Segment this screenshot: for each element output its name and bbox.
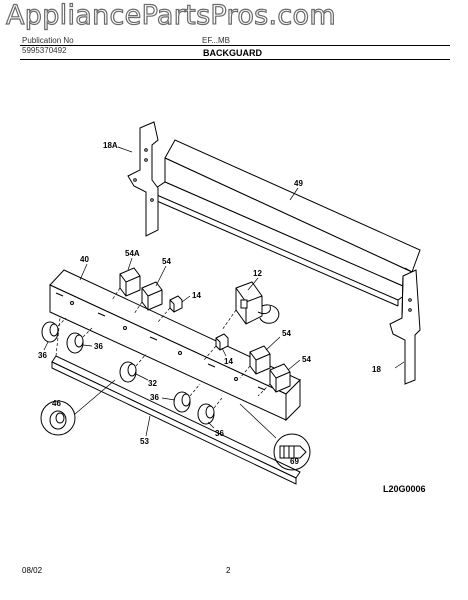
knob-36-b	[66, 327, 93, 354]
callout-54-top: 54	[162, 257, 171, 266]
control-panel-40	[49, 269, 301, 422]
callout-54-mid: 54	[282, 329, 291, 338]
side-bracket-18	[389, 269, 421, 385]
callout-53: 53	[140, 437, 149, 446]
callout-54-low: 54	[302, 355, 311, 364]
model-number: EF...MB	[202, 36, 231, 45]
header-rule-bottom	[20, 59, 450, 60]
screw-detail-69	[239, 403, 311, 471]
switch-54-low	[257, 363, 291, 397]
callout-54a: 54A	[125, 249, 140, 258]
callout-labels: 18A 49 54A 54 40 14 12 54 54 14 18 36 36…	[38, 141, 381, 466]
knob-32	[119, 353, 147, 383]
callout-14-top: 14	[192, 291, 201, 300]
callout-14-mid: 14	[224, 357, 233, 366]
publication-number: 5995370492	[22, 46, 67, 55]
backguard-panel-49	[148, 139, 421, 307]
switch-54a	[111, 267, 141, 301]
callout-18a: 18A	[103, 141, 118, 150]
switch-54-mid	[239, 345, 271, 379]
switch-54-top	[133, 281, 163, 315]
footer-page: 2	[226, 566, 231, 575]
callout-40: 40	[80, 255, 89, 264]
header-rule-top	[20, 45, 450, 46]
leader-lines	[43, 146, 405, 437]
knob-36-d	[197, 397, 223, 425]
thermostat-12	[221, 281, 280, 331]
knob-36-a	[41, 317, 67, 343]
callout-36-b: 36	[94, 342, 103, 351]
section-title: BACKGUARD	[203, 48, 262, 58]
knob-36-c	[173, 383, 201, 413]
watermark: AppliancePartsPros.com	[5, 0, 336, 32]
callout-36-c: 36	[150, 393, 159, 402]
publication-label: Publication No	[22, 36, 74, 45]
diagram-code: L20G0006	[383, 484, 426, 494]
callout-69: 69	[290, 457, 299, 466]
callout-12: 12	[253, 269, 262, 278]
callout-36-a: 36	[38, 351, 47, 360]
trim-strip-53	[51, 317, 301, 485]
callout-36-d: 36	[215, 429, 224, 438]
callout-49: 49	[294, 179, 303, 188]
indicator-light-14-mid	[203, 333, 229, 361]
callout-32: 32	[148, 379, 157, 388]
indicator-light-14-top	[157, 295, 183, 323]
callout-18: 18	[372, 365, 381, 374]
footer-date: 08/02	[22, 566, 43, 575]
knob-detail-46	[40, 379, 116, 436]
callout-46: 46	[52, 399, 61, 408]
side-bracket-18a	[127, 121, 159, 237]
